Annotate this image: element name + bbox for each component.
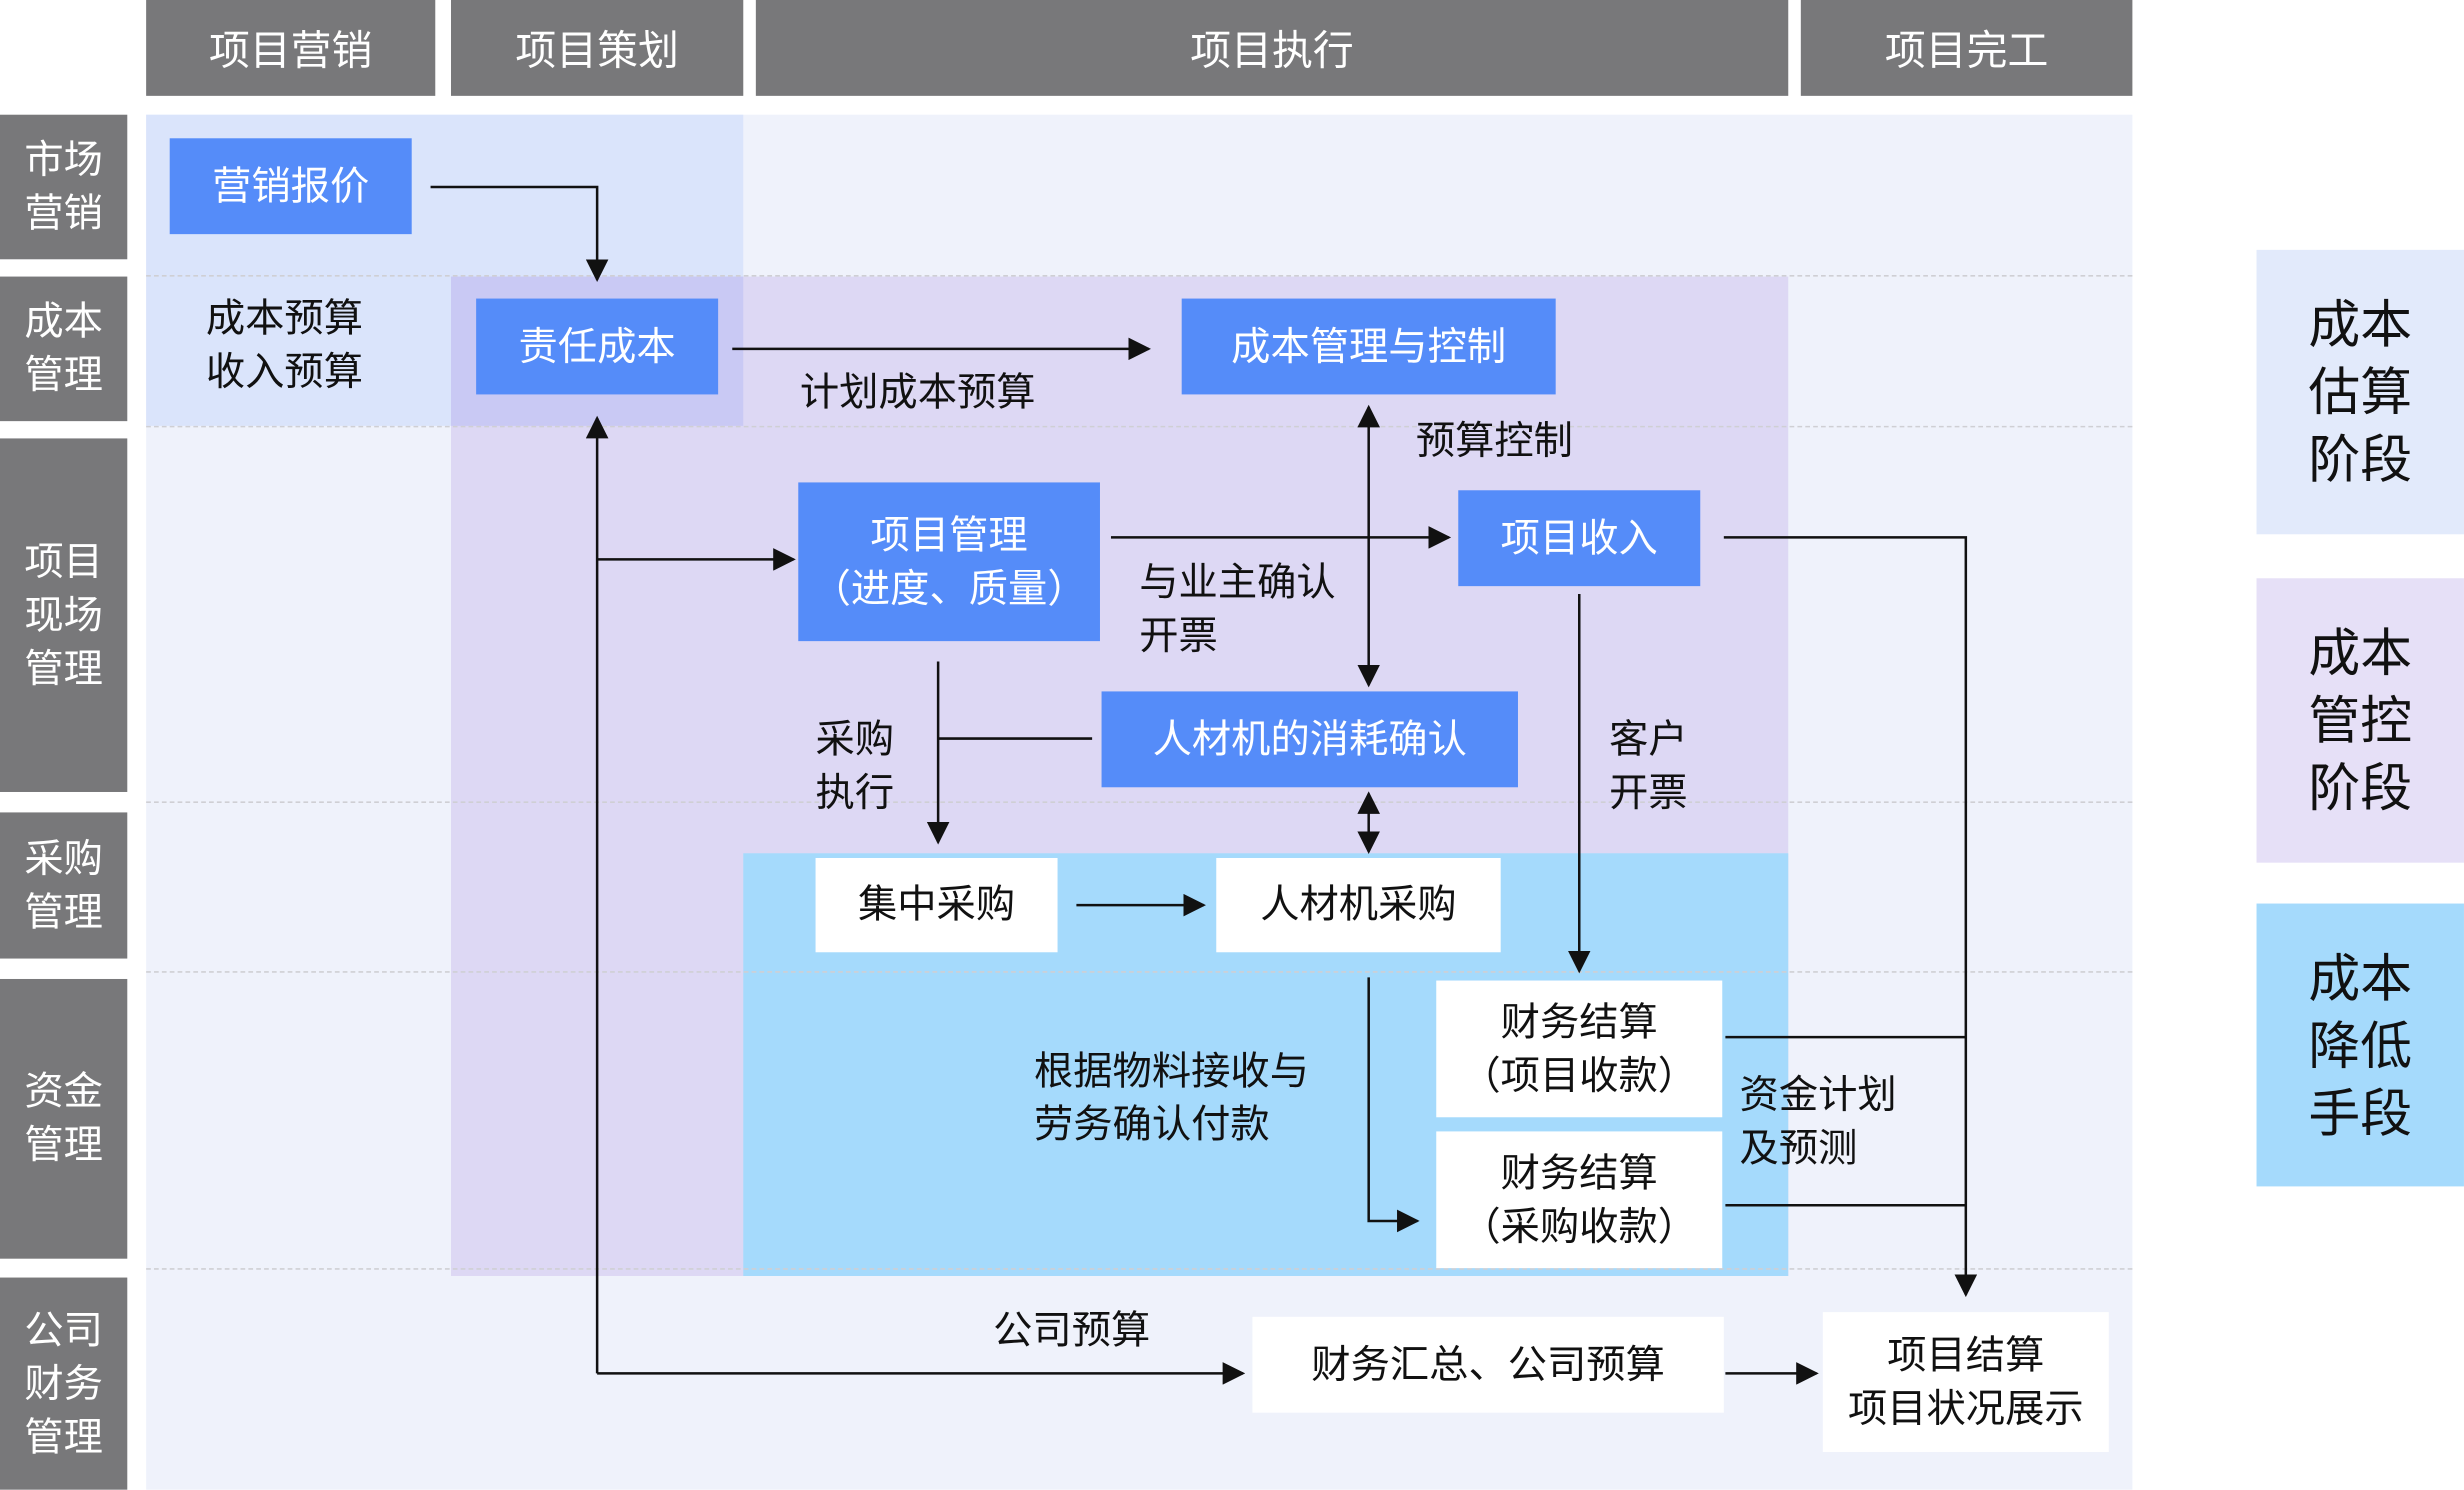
- row-divider: [146, 971, 2133, 973]
- row-divider: [146, 425, 2133, 428]
- node-project-mgmt[interactable]: 项目管理 （进度、质量）: [798, 482, 1100, 642]
- label-pay-by-receipt: 根据物料接收与 劳务确认付款: [1033, 1048, 1310, 1148]
- label-budget-control: 预算控制: [1415, 417, 1573, 464]
- node-project-income[interactable]: 项目收入: [1458, 490, 1701, 587]
- row-divider: [146, 801, 2133, 803]
- column-header-completion: 项目完工: [1800, 0, 2133, 96]
- stage-control: 成本 管控 阶段: [2256, 578, 2464, 863]
- row-label-cost: 成本 管理: [0, 276, 128, 422]
- label-fund-plan: 资金计划 及预测: [1739, 1071, 1897, 1171]
- node-central-purchase[interactable]: 集中采购: [815, 857, 1058, 953]
- label-cost-budget: 成本预算 收入预算: [205, 295, 364, 395]
- stage-estimate: 成本 估算 阶段: [2256, 249, 2464, 535]
- column-header-planning: 项目策划: [450, 0, 744, 96]
- node-responsibility-cost[interactable]: 责任成本: [476, 298, 719, 395]
- stage-reduce: 成本 降低 手段: [2256, 903, 2464, 1187]
- label-owner-confirm-invoice: 与业主确认 开票: [1139, 559, 1336, 659]
- row-label-purchase: 采购 管理: [0, 812, 128, 959]
- node-fin-settle-income[interactable]: 财务结算 （项目收款）: [1436, 980, 1723, 1118]
- label-customer-invoice: 客户 开票: [1609, 716, 1688, 816]
- node-marketing-quote[interactable]: 营销报价: [169, 138, 412, 235]
- label-plan-cost-budget: 计划成本预算: [799, 369, 1036, 415]
- node-project-settlement[interactable]: 项目结算 项目状况展示: [1822, 1312, 2109, 1452]
- node-fin-summary[interactable]: 财务汇总、公司预算: [1252, 1316, 1724, 1413]
- row-label-market: 市场 营销: [0, 114, 128, 260]
- node-cost-mgmt-control[interactable]: 成本管理与控制: [1181, 298, 1556, 395]
- node-fin-settle-purchase[interactable]: 财务结算 （采购收款）: [1436, 1131, 1723, 1269]
- row-label-site: 项目 现场 管理: [0, 438, 128, 792]
- row-label-finance: 公司 财务 管理: [0, 1277, 128, 1490]
- label-purchase-exec: 采购 执行: [815, 716, 895, 816]
- column-header-marketing: 项目营销: [146, 0, 436, 96]
- column-header-execution: 项目执行: [755, 0, 1789, 96]
- node-resource-consumption[interactable]: 人材机的消耗确认: [1101, 691, 1518, 788]
- row-divider: [146, 274, 2133, 277]
- label-company-budget: 公司预算: [993, 1307, 1151, 1353]
- row-label-fund: 资金 管理: [0, 978, 128, 1259]
- row-divider: [146, 1268, 2133, 1270]
- node-resource-purchase[interactable]: 人材机采购: [1216, 857, 1501, 953]
